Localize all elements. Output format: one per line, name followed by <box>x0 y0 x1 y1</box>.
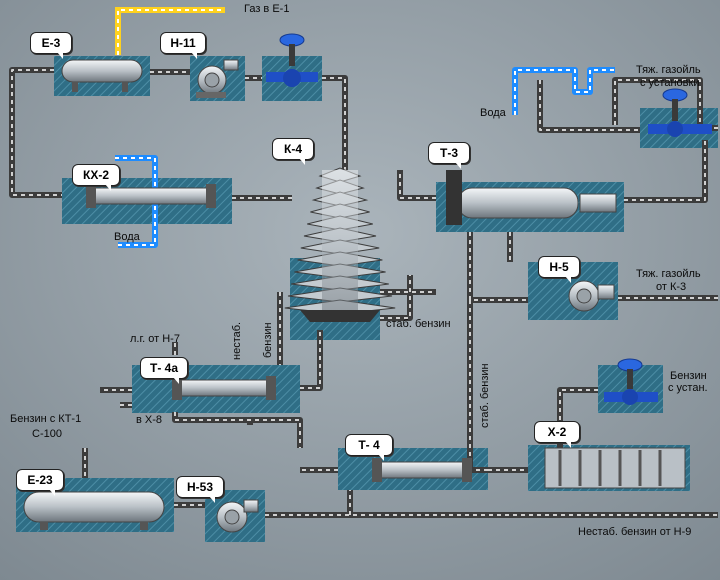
pump-n11[interactable] <box>196 59 239 98</box>
label-unstab-2: бензин <box>262 322 274 358</box>
tag-kx2[interactable]: КХ-2 <box>72 164 120 191</box>
vessel-e23[interactable] <box>23 491 165 530</box>
label-gasoline-unit-1: Бензин <box>670 370 707 382</box>
tag-n53[interactable]: Н-53 <box>176 476 224 503</box>
control-valve-right[interactable] <box>648 88 712 137</box>
label-to-x8: в Х-8 <box>136 414 163 426</box>
tag-e23[interactable]: Е-23 <box>16 469 64 496</box>
control-valve-gasoline[interactable] <box>604 358 658 405</box>
column-k4[interactable] <box>284 167 396 322</box>
pump-n53[interactable] <box>216 499 259 533</box>
tag-t4a[interactable]: Т- 4а <box>140 357 188 384</box>
exchanger-kx2[interactable] <box>86 184 216 208</box>
label-water-top: Вода <box>480 107 506 119</box>
label-heavy-gasoil-k3-2: от К-3 <box>656 281 687 293</box>
tag-t3[interactable]: Т-3 <box>428 142 470 169</box>
tag-n5[interactable]: Н-5 <box>538 256 580 283</box>
label-stab-gasoline-vertical: стаб. бензин <box>479 363 491 428</box>
tag-n11[interactable]: Н-11 <box>160 32 206 59</box>
label-heavy-gasoil-k3-1: Тяж. газойль <box>636 268 701 280</box>
control-valve-top[interactable] <box>266 33 318 87</box>
air-cooler-x2[interactable] <box>544 447 686 489</box>
exchanger-t4[interactable] <box>372 458 472 482</box>
tag-k4[interactable]: К-4 <box>272 138 314 165</box>
pipelines <box>9 67 718 518</box>
label-stab-gasoline: стаб. бензин <box>386 318 451 330</box>
label-gasoline-unit-2: с устан. <box>668 382 708 394</box>
tag-t4[interactable]: Т- 4 <box>345 434 393 461</box>
label-lg-from-n7: л.г. от Н-7 <box>130 333 180 345</box>
label-gasoline-kt1-2: С-100 <box>32 428 62 440</box>
label-gas-to-e1: Газ в Е-1 <box>244 3 290 15</box>
label-heavy-gasoil-unit-2: с установки <box>640 77 700 89</box>
exchanger-t4a[interactable] <box>172 376 276 400</box>
label-water-kx2: Вода <box>114 231 140 243</box>
vessel-e3[interactable] <box>61 59 143 92</box>
condenser-t3[interactable] <box>446 170 617 225</box>
gas-line <box>115 7 225 55</box>
label-heavy-gasoil-unit-1: Тяж. газойль <box>636 64 701 76</box>
tag-e3[interactable]: Е-3 <box>30 32 72 59</box>
label-gasoline-kt1-1: Бензин с КТ-1 <box>10 413 82 425</box>
tag-x2[interactable]: Х-2 <box>534 421 580 448</box>
label-unstab-1: нестаб. <box>231 321 243 360</box>
pump-n5[interactable] <box>568 280 615 312</box>
label-unstab-from-n9: Нестаб. бензин от Н-9 <box>578 526 692 538</box>
